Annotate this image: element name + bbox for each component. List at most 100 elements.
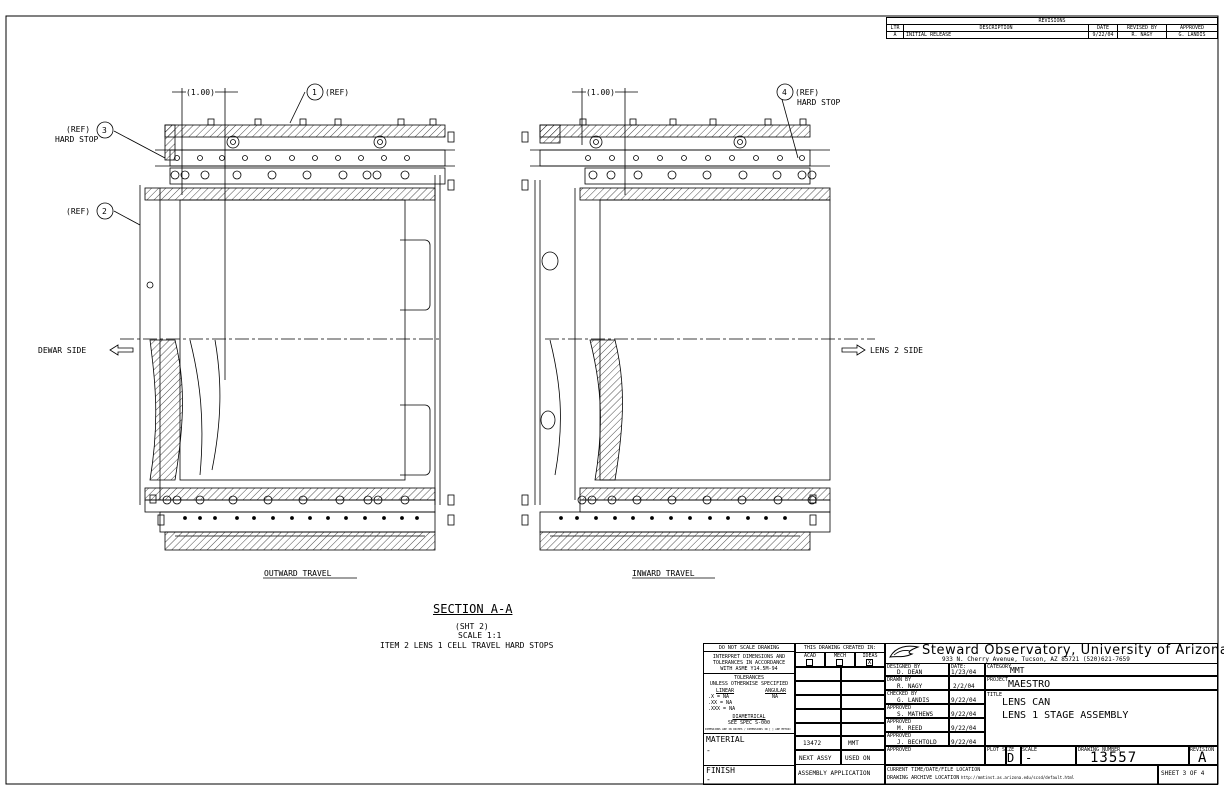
rev-revised-by: R. NAGY [1117,31,1167,39]
created-in-title: THIS DRAWING CREATED IN: [803,645,877,651]
finish-value: - [706,775,711,784]
category-label: CATEGORY [987,664,1012,670]
plot-size: D [1007,751,1015,765]
approved-2: M. REED [897,725,923,732]
material-label: MATERIAL [706,735,745,744]
category: MMT [1010,666,1025,675]
current-time-label: CURRENT TIME/DATE/FILE LOCATION [887,767,981,773]
organization-name: Steward Observatory, University of Arizo… [922,643,1224,658]
tolerances-title: TOLERANCES [733,675,765,681]
mech-checkbox [836,659,843,666]
title-label: TITLE [987,692,1003,698]
acad-label: ACAD [803,653,817,659]
angular-value: NA [772,694,779,700]
designed-by-label: DESIGNED BY [887,664,921,670]
balloon-1-number: 1 [312,88,317,97]
rev-col-ltr: LTR [886,24,904,32]
scale-label: SCALE [1022,747,1038,753]
balloon-3-number: 3 [102,126,107,135]
hard-stop-label-left: HARD STOP [55,135,99,144]
checked-date: 9/22/04 [951,697,977,704]
scale-value: - [1025,751,1033,765]
revision-label: REVISION [1190,747,1215,753]
rev-col-revised-by: REVISED BY [1117,24,1167,32]
dewar-side-label: DEWAR SIDE [38,346,87,355]
approved-3: J. BECHTOLD [897,739,937,746]
material-value: - [706,746,711,755]
diametrical-label: DIAMETRICAL [732,714,766,720]
approved-3-date: 9/22/04 [951,739,977,746]
mech-label: MECH [833,653,847,659]
section-title: SECTION A-A [433,602,513,616]
assembly-application-label: ASSEMBLY APPLICATION [798,770,871,777]
approved-3-label: APPROVED [887,733,912,739]
plot-size-label: PLOT SIZE [987,747,1015,753]
archive-label: DRAWING ARCHIVE LOCATION [887,775,960,781]
approved-1: S. MATHEWS [897,711,934,718]
revision-letter: A [1198,750,1207,766]
left-dimension: (1.00) [186,88,215,97]
next-assy-value: 13472 [803,740,822,747]
interpret-line-1: INTERPRET DIMENSIONS AND [712,654,786,660]
finish-label: FINISH [706,766,735,775]
acad-checkbox [806,659,813,666]
units-note: DIMENSIONS ARE IN INCHES / DIMENSIONS IN… [705,728,791,731]
designed-date: 1/23/04 [951,669,977,676]
table-row: A INITIAL RELEASE 9/22/04 R. NAGY G. LAN… [886,31,1218,39]
linear-x: .X = NA [708,694,730,700]
drawing-number-label: DRAWING NUMBER [1078,747,1121,753]
drawn-by-label: DRAWN BY [887,677,912,683]
balloon-2-note: (REF) [66,207,91,216]
rev-description: INITIAL RELEASE [903,31,1089,39]
right-section-view [521,88,875,551]
linear-label: LINEAR [716,688,735,694]
sheet-number: SHEET 3 OF 4 [1161,770,1205,777]
drawing-title-1: LENS CAN [1002,697,1051,708]
rev-col-approved: APPROVED [1166,24,1218,32]
callout-balloons [96,83,794,220]
approved-1-label: APPROVED [887,705,912,711]
right-dimension: (1.00) [586,88,615,97]
balloon-1-note: (REF) [325,88,350,97]
balloon-4-note: (REF) [795,88,820,97]
do-not-scale: DO NOT SCALE DRAWING [718,645,780,651]
drawn-date: 2/2/04 [953,683,975,690]
angular-label: ANGULAR [765,688,787,694]
ideas-label: IDEAS [862,653,878,659]
balloon-4-number: 4 [782,88,787,97]
ideas-checkbox: X [866,659,873,666]
rev-ltr: A [886,31,904,39]
project: MAESTRO [1008,679,1051,690]
designed-by: D. DEAN [897,669,923,676]
outward-travel-caption: OUTWARD TRAVEL [264,569,332,578]
approved-4-label: APPROVED [887,747,912,753]
steward-logo [889,645,920,658]
rev-col-date: DATE [1088,24,1118,32]
section-sheet-ref: (SHT 2) [455,622,489,631]
left-section-view [109,88,455,551]
lens-2-side-label: LENS 2 SIDE [870,346,923,355]
designed-date-label: DATE: [951,664,967,670]
inward-travel-caption: INWARD TRAVEL [632,569,695,578]
balloon-3-note: (REF) [66,125,91,134]
linear-xx: .XX = NA [708,700,733,706]
rev-approved: G. LANDIS [1166,31,1218,39]
interpret-line-2: TOLERANCES IN ACCORDANCE [712,660,786,666]
drawing-title-2: LENS 1 STAGE ASSEMBLY [1002,710,1129,721]
section-note: ITEM 2 LENS 1 CELL TRAVEL HARD STOPS [380,641,554,650]
diametrical-spec: SEE SPEC S-000 [727,720,771,726]
used-on-value: MMT [848,740,859,747]
revisions-title: REVISIONS [886,17,1218,25]
revisions-header-row: LTR DESCRIPTION DATE REVISED BY APPROVED [886,24,1218,32]
checked-by-label: CHECKED BY [887,691,918,697]
section-scale: SCALE 1:1 [458,631,502,640]
rev-col-description: DESCRIPTION [903,24,1089,32]
used-on-label: USED ON [845,755,871,762]
linear-xxx: .XXX = NA [708,706,736,712]
tolerances-subtitle: UNLESS OTHERWISE SPECIFIED [709,681,789,687]
project-label: PROJECT [987,677,1009,683]
approved-2-date: 9/22/04 [951,725,977,732]
revisions-table: REVISIONS LTR DESCRIPTION DATE REVISED B… [886,17,1218,39]
rev-date: 9/22/04 [1088,31,1118,39]
